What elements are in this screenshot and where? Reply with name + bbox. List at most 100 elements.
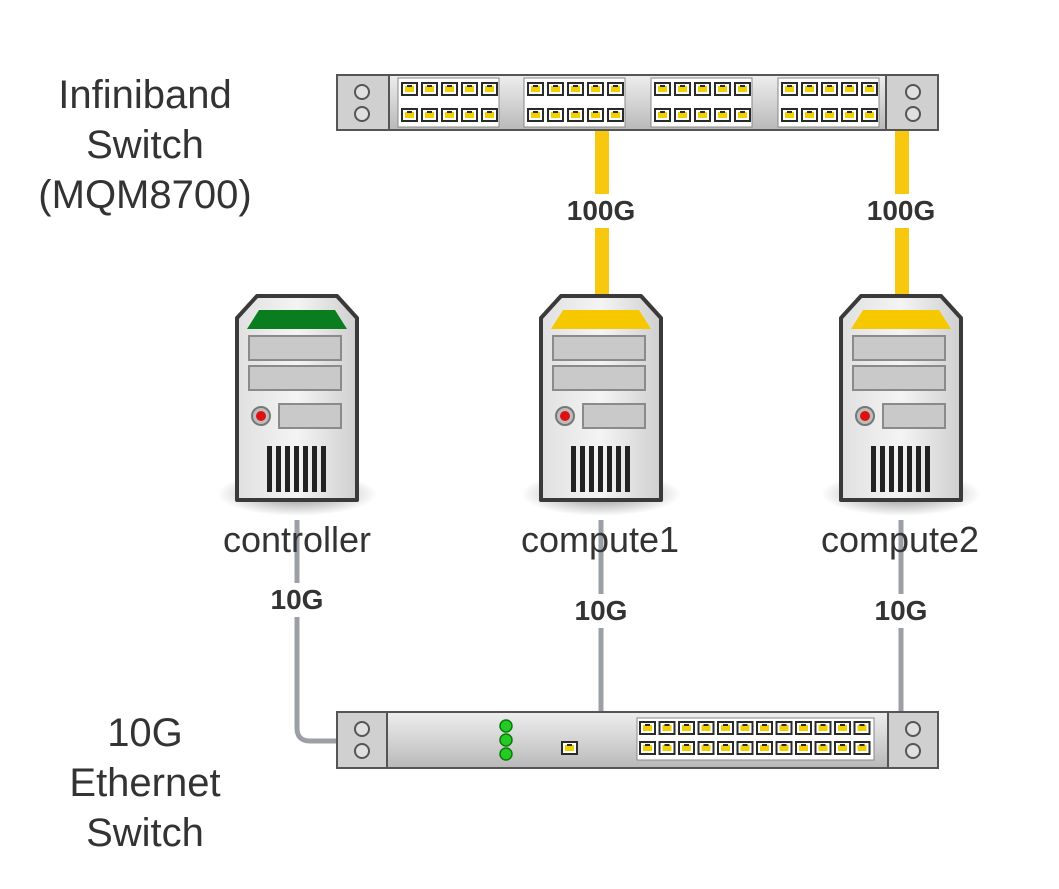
ethernet-switch-label: 10G Ethernet Switch: [20, 708, 270, 858]
network-port-icon: [421, 82, 438, 96]
network-port-icon: [795, 741, 812, 755]
network-port-icon: [775, 741, 793, 755]
network-port-icon: [547, 108, 564, 122]
network-port-icon: [714, 108, 731, 122]
label-line: Switch: [86, 811, 204, 855]
network-port-icon: [658, 721, 676, 735]
network-port-icon: [861, 82, 878, 96]
network-port-icon: [401, 82, 418, 96]
server-label-controller: controller: [222, 519, 372, 560]
network-port-icon: [814, 721, 832, 735]
status-led-icon: [499, 719, 513, 733]
server-label-compute2: compute2: [820, 519, 980, 560]
link-label-eth-controller: 10G: [247, 583, 347, 617]
network-port-icon: [717, 741, 734, 755]
server-accent: [851, 310, 951, 329]
server-label-compute1: compute1: [520, 519, 680, 560]
network-port-icon: [801, 108, 818, 122]
network-port-icon: [527, 82, 544, 96]
network-port-icon: [781, 108, 798, 122]
network-port-icon: [841, 108, 858, 122]
network-port-icon: [674, 108, 691, 122]
mount-hole-icon: [905, 106, 921, 122]
network-port-icon: [654, 108, 671, 122]
status-led-icon: [499, 747, 513, 761]
network-port-icon: [841, 82, 858, 96]
infiniband-switch-label: Infiniband Switch (MQM8700): [20, 70, 270, 220]
network-port-icon: [678, 741, 695, 755]
link-lines: [294, 126, 909, 744]
network-port-icon: [654, 82, 671, 96]
network-port-icon: [694, 108, 711, 122]
mount-hole-icon: [905, 721, 921, 737]
network-port-icon: [481, 108, 498, 122]
label-line: Ethernet: [69, 761, 221, 805]
network-port-icon: [694, 82, 711, 96]
link-label-ib-compute1: 100G: [551, 194, 651, 228]
network-port-icon: [587, 108, 604, 122]
mount-hole-icon: [354, 721, 370, 737]
network-port-icon: [821, 82, 838, 96]
network-port-icon: [717, 721, 734, 735]
network-port-icon: [674, 82, 691, 96]
mount-hole-icon: [354, 743, 370, 759]
network-port-icon: [756, 741, 773, 755]
network-port-icon: [853, 741, 871, 755]
server-controller: [217, 294, 377, 516]
server-compute1: [521, 294, 681, 516]
network-port-icon: [834, 741, 851, 755]
server-compute2: [821, 294, 981, 516]
servers: [217, 294, 981, 516]
network-port-icon: [714, 82, 731, 96]
infiniband-switch: [336, 74, 939, 131]
label-line: (MQM8700): [38, 173, 252, 217]
network-port-icon: [814, 741, 832, 755]
network-port-icon: [441, 82, 458, 96]
uplink-port-icon: [561, 741, 578, 755]
network-port-icon: [801, 82, 818, 96]
network-port-icon: [861, 108, 878, 122]
server-accent: [247, 310, 347, 329]
network-port-icon: [441, 108, 458, 122]
network-port-icon: [697, 741, 715, 755]
network-port-icon: [658, 741, 676, 755]
network-port-icon: [734, 82, 751, 96]
ib-port-panel: [397, 77, 880, 128]
network-port-icon: [781, 82, 798, 96]
network-port-icon: [607, 108, 624, 122]
link-label-eth-compute1: 10G: [551, 594, 651, 628]
status-led-icon: [499, 733, 513, 747]
network-port-icon: [461, 108, 478, 122]
network-port-icon: [401, 108, 418, 122]
network-port-icon: [421, 108, 438, 122]
link-eth-controller: [294, 520, 340, 744]
network-port-icon: [834, 721, 851, 735]
network-port-icon: [639, 721, 656, 735]
network-port-icon: [795, 721, 812, 735]
network-port-icon: [461, 82, 478, 96]
label-line: 10G: [107, 711, 183, 755]
network-port-icon: [678, 721, 695, 735]
network-port-icon: [697, 721, 715, 735]
label-line: Infiniband: [58, 73, 232, 117]
mount-hole-icon: [905, 743, 921, 759]
mount-hole-icon: [905, 84, 921, 100]
network-port-icon: [527, 108, 544, 122]
network-port-icon: [547, 82, 564, 96]
network-port-icon: [736, 721, 754, 735]
link-label-ib-compute2: 100G: [851, 194, 951, 228]
mount-hole-icon: [354, 84, 370, 100]
mount-hole-icon: [354, 106, 370, 122]
network-port-icon: [567, 108, 584, 122]
network-port-icon: [756, 721, 773, 735]
network-port-icon: [736, 741, 754, 755]
link-label-eth-compute2: 10G: [851, 594, 951, 628]
network-port-icon: [587, 82, 604, 96]
label-line: Switch: [86, 123, 204, 167]
eth-port-panel: [636, 717, 875, 761]
network-port-icon: [607, 82, 624, 96]
network-port-icon: [734, 108, 751, 122]
network-port-icon: [567, 82, 584, 96]
network-port-icon: [821, 108, 838, 122]
